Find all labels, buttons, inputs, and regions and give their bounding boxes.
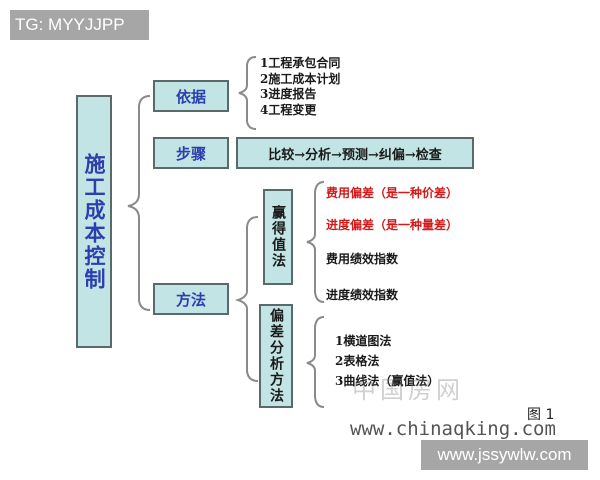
- deviation-item: 2表格法: [335, 354, 380, 368]
- earned-value-box: 赢得值法: [263, 189, 293, 285]
- deviation-item: 3曲线法（赢值法）: [335, 374, 440, 388]
- basis-box: 依据: [153, 80, 229, 112]
- watermark-badge-top: TG: MYYJJPP: [10, 10, 149, 40]
- steps-flow: 比较→分析→预测→纠偏→检查: [268, 147, 442, 163]
- deviation-list: 1横道图法 2表格法 3曲线法（赢值法）: [335, 331, 439, 391]
- deviation-analysis-box: 偏差分析方法: [259, 304, 293, 408]
- watermark-url-1: www.chinaqking.com: [350, 418, 556, 440]
- methods-label: 方法: [175, 290, 206, 309]
- earned-value-brace: [306, 181, 325, 303]
- basis-label: 依据: [175, 87, 206, 106]
- faint-watermark: 中国房网: [352, 376, 464, 404]
- basis-item: 2施工成本计划: [260, 71, 341, 86]
- earned-value-item: 费用绩效指数: [326, 252, 399, 266]
- earned-value-label: 赢得值法: [270, 205, 286, 269]
- earned-value-item: 进度偏差（是一种量差）: [326, 218, 459, 232]
- methods-brace: [234, 216, 259, 382]
- basis-brace: [238, 56, 257, 130]
- deviation-analysis-label: 偏差分析方法: [268, 308, 284, 404]
- steps-flow-box: 比较→分析→预测→纠偏→检查: [236, 137, 474, 169]
- basis-item: 1工程承包合同: [260, 56, 341, 70]
- methods-box: 方法: [153, 283, 229, 315]
- earned-value-item: 进度绩效指数: [326, 288, 399, 302]
- earned-value-item: 费用偏差（是一种价差）: [326, 186, 459, 200]
- steps-label: 步骤: [175, 144, 206, 163]
- steps-box: 步骤: [153, 137, 229, 169]
- deviation-item: 1横道图法: [335, 334, 392, 348]
- watermark-url-2: www.jssywlw.com: [421, 440, 588, 470]
- figure-caption: 图 1: [527, 407, 555, 423]
- basis-item: 4工程变更: [260, 102, 317, 117]
- basis-list: 1工程承包合同 2施工成本计划 3进度报告 4工程变更: [260, 56, 340, 118]
- deviation-brace: [306, 316, 325, 408]
- root-label: 施工成本控制: [82, 152, 107, 291]
- basis-item: 3进度报告: [260, 87, 317, 101]
- root-brace: [127, 95, 151, 311]
- root-box: 施工成本控制: [76, 95, 112, 348]
